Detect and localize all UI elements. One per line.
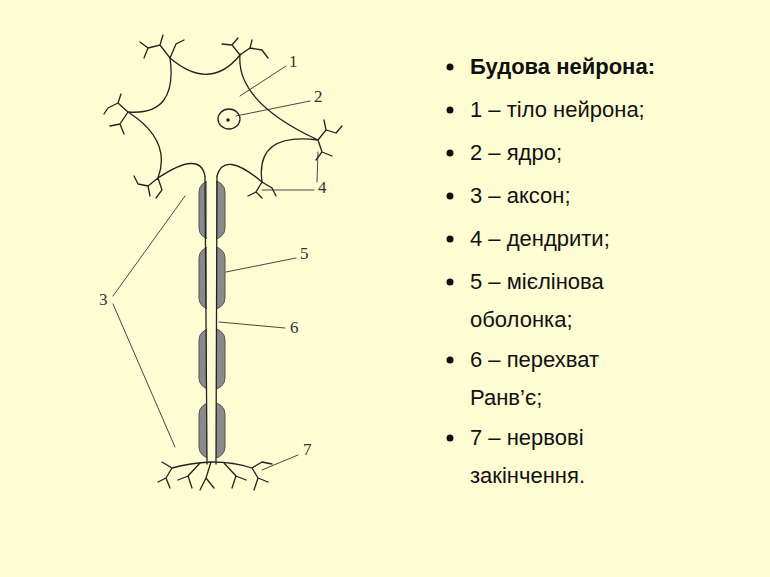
callout-number: 2 [314,87,323,107]
list-item: 7 – нервові закінчення. [470,419,655,495]
list-item: 2 – ядро; [470,134,760,172]
callout-number: 3 [99,290,108,310]
axon [216,176,217,464]
bullets [447,64,454,442]
list-item: 5 – мієлінова оболонка; [470,263,655,339]
callout-number: 1 [289,52,298,72]
slide-title: Будова нейрона: [470,48,655,86]
leader-lines [113,66,318,470]
list-item: 6 – перехват Ранв’є; [470,341,655,417]
list-item: 1 – тіло нейрона; [470,91,760,129]
cell-body [128,55,318,182]
list-item: 4 – дендрити; [470,220,760,258]
callout-number: 4 [318,178,327,198]
nerve-endings [158,462,272,490]
callout-number: 6 [290,318,299,338]
dendrites [104,35,342,198]
nucleus [218,109,240,129]
list-item: 3 – аксон; [470,177,760,215]
callout-number: 7 [303,440,312,460]
axon [205,176,207,464]
callout-number: 5 [300,244,309,264]
neuron-outline [104,35,342,490]
